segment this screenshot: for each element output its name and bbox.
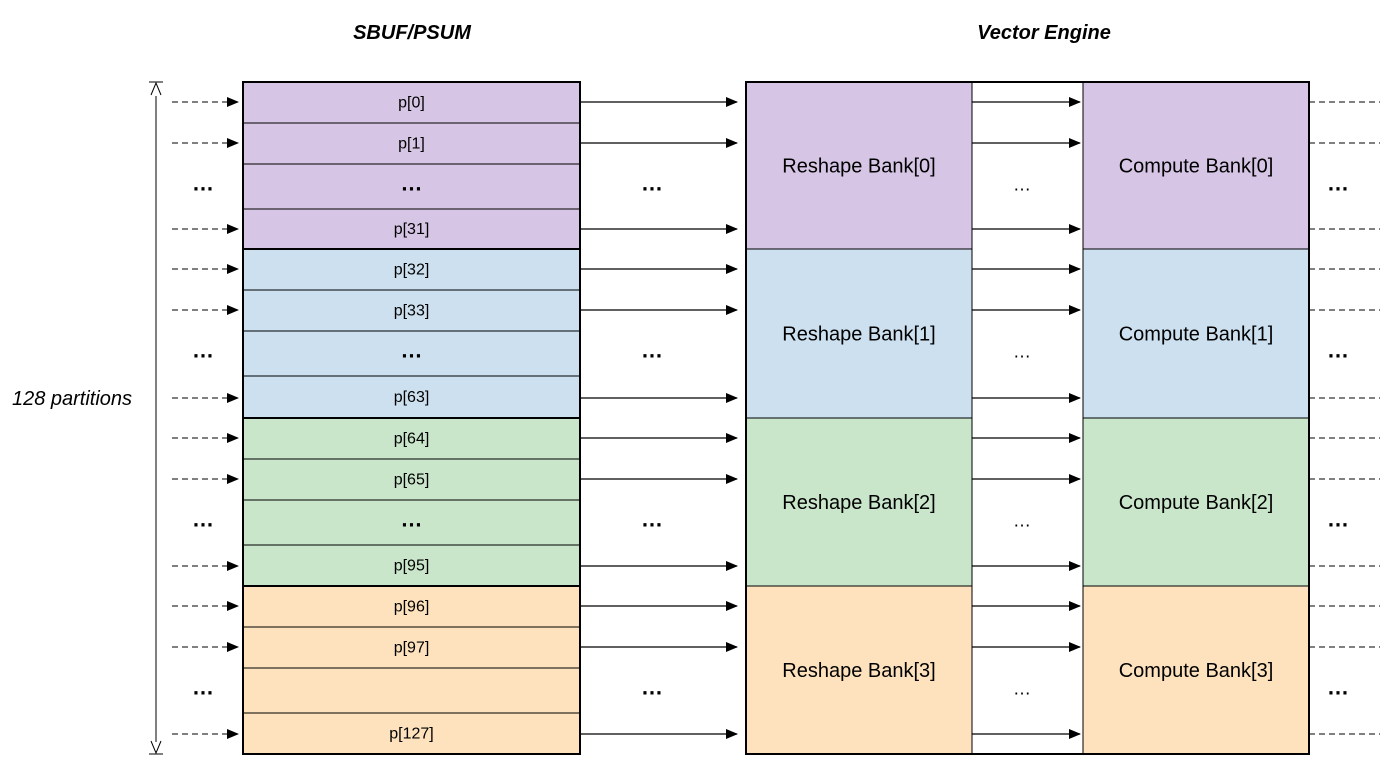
sbuf-psum-title: SBUF/PSUM xyxy=(353,22,472,44)
partition-label: p[64] xyxy=(394,431,430,448)
height-arrow-bottom-head xyxy=(150,740,162,755)
middle-ellipsis: … xyxy=(641,171,663,196)
reshape-bank xyxy=(745,417,973,587)
partition-cell xyxy=(242,163,581,210)
partition-cell xyxy=(242,289,581,332)
partition-cell xyxy=(242,375,581,419)
height-arrow-top-head xyxy=(150,81,162,96)
compute-bank xyxy=(1082,248,1310,419)
reshape-bank-label: Reshape Bank[1] xyxy=(782,324,935,346)
compute-bank xyxy=(1082,81,1310,250)
partition-ellipsis: … xyxy=(401,338,423,363)
reshape-bank xyxy=(745,81,973,250)
partition-label: p[96] xyxy=(394,599,430,616)
partition-label: p[63] xyxy=(394,389,430,406)
compute-bank-label: Compute Bank[1] xyxy=(1119,324,1274,346)
partition-label: p[127] xyxy=(389,726,433,743)
bank-gap-ellipsis: … xyxy=(1013,175,1031,195)
partition-cell xyxy=(242,712,581,755)
reshape-bank-label: Reshape Bank[2] xyxy=(782,492,935,514)
partition-label: p[33] xyxy=(394,303,430,320)
left-ellipsis: … xyxy=(192,507,214,532)
right-ellipsis: … xyxy=(1327,171,1349,196)
left-ellipsis: … xyxy=(192,675,214,700)
bank-gap-ellipsis: … xyxy=(1013,679,1031,699)
partition-label: p[1] xyxy=(398,136,425,153)
reshape-bank-label: Reshape Bank[3] xyxy=(782,660,935,682)
partition-cell xyxy=(242,122,581,165)
left-ellipsis: … xyxy=(192,338,214,363)
partition-cell xyxy=(242,585,581,628)
partition-cell xyxy=(242,499,581,546)
partition-cell xyxy=(242,81,581,124)
vector-engine-title: Vector Engine xyxy=(977,22,1111,44)
partition-ellipsis: … xyxy=(401,171,423,196)
partition-cell xyxy=(242,667,581,714)
compute-bank-label: Compute Bank[3] xyxy=(1119,660,1274,682)
partition-label: p[95] xyxy=(394,558,430,575)
partition-label: p[0] xyxy=(398,95,425,112)
partitions-label: 128 partitions xyxy=(12,388,132,410)
reshape-bank xyxy=(745,248,973,419)
compute-bank xyxy=(1082,585,1310,755)
right-ellipsis: … xyxy=(1327,507,1349,532)
partition-cell xyxy=(242,626,581,669)
right-ellipsis: … xyxy=(1327,675,1349,700)
right-ellipsis: … xyxy=(1327,338,1349,363)
partition-cell xyxy=(242,458,581,501)
middle-ellipsis: … xyxy=(641,338,663,363)
bank-gap-ellipsis: … xyxy=(1013,511,1031,531)
partition-cell xyxy=(242,208,581,250)
partition-label: p[97] xyxy=(394,640,430,657)
partition-cell xyxy=(242,417,581,460)
partition-label: p[31] xyxy=(394,221,430,238)
partition-cell xyxy=(242,248,581,291)
left-ellipsis: … xyxy=(192,171,214,196)
compute-bank-label: Compute Bank[2] xyxy=(1119,492,1274,514)
partition-label: p[65] xyxy=(394,472,430,489)
partition-ellipsis: … xyxy=(401,507,423,532)
vector-engine-frame xyxy=(745,81,1310,755)
middle-ellipsis: … xyxy=(641,507,663,532)
reshape-bank-label: Reshape Bank[0] xyxy=(782,156,935,178)
bank-gap-ellipsis: … xyxy=(1013,342,1031,362)
compute-bank xyxy=(1082,417,1310,587)
compute-bank-label: Compute Bank[0] xyxy=(1119,156,1274,178)
middle-ellipsis: … xyxy=(641,675,663,700)
partition-label: p[32] xyxy=(394,262,430,279)
